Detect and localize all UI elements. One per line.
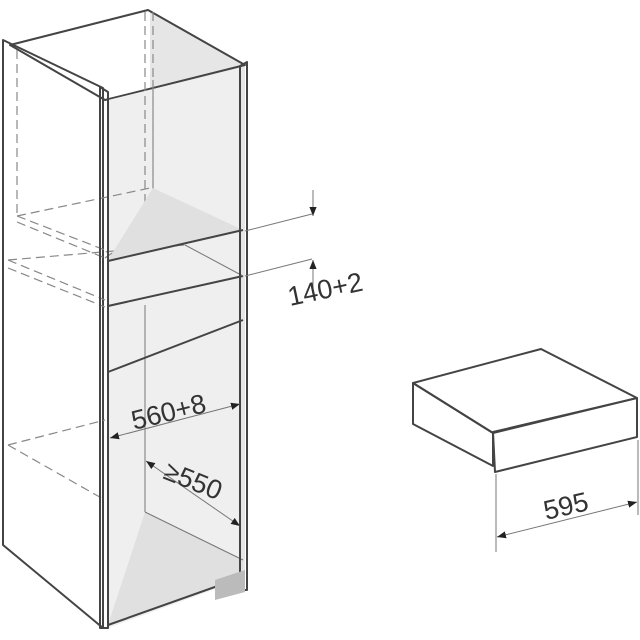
hidden-lines — [7, 12, 186, 501]
upper-shelf — [108, 188, 243, 262]
bottom-shelf — [108, 512, 243, 625]
cabinet-left-side — [2, 39, 104, 629]
warming-drawer — [412, 348, 638, 473]
front-left-post — [99, 86, 109, 629]
drawer-front-panel — [492, 397, 638, 473]
niche-height-dimension: 140+2 — [244, 190, 365, 312]
drawer-top — [412, 348, 638, 434]
tall-cabinet — [2, 9, 248, 629]
front-right-post — [239, 61, 248, 591]
niche-height-label: 140+2 — [285, 267, 365, 312]
appliance-width-label: 595 — [541, 486, 592, 525]
cabinet-top — [9, 9, 246, 101]
appliance-width-dimension: 595 — [495, 440, 639, 552]
drawer-side — [412, 382, 494, 467]
plinth — [215, 570, 245, 600]
